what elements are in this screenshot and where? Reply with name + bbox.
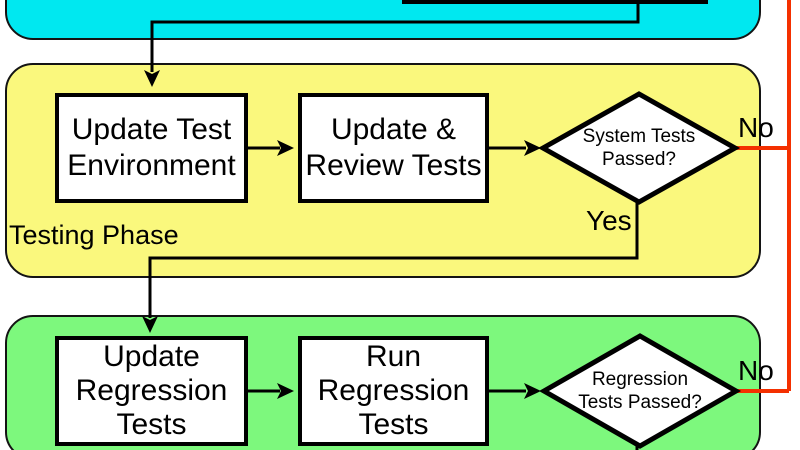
decision-label-line: Passed?: [602, 149, 676, 170]
decision-regression-tests-label: Regression Tests Passed?: [544, 336, 736, 446]
node-label-line: Update Test: [71, 113, 232, 146]
edge-label-system-no: No: [738, 112, 774, 143]
node-update-regression-tests: Update Regression Tests: [55, 336, 248, 446]
no-feedback-red-line: [735, 0, 791, 393]
decision-label-line: Regression: [591, 369, 689, 390]
node-cutoff-top: [402, 0, 708, 4]
decision-regression-tests-diamond: [538, 333, 742, 449]
edge-label-system-yes: Yes: [586, 205, 632, 236]
node-update-test-environment: Update Test Environment: [55, 93, 248, 203]
decision-label-line: Tests Passed?: [578, 392, 702, 413]
node-label-line: Tests: [358, 408, 429, 441]
node-label-line: Update &: [330, 113, 457, 146]
node-update-review-tests: Update & Review Tests: [298, 93, 489, 203]
arrowheads: [142, 70, 541, 399]
node-label-line: Run: [365, 340, 422, 373]
node-label-line: Review Tests: [305, 149, 482, 182]
phase-testing-label: Testing Phase: [9, 220, 179, 250]
node-label-line: Tests: [116, 408, 187, 441]
decision-label-line: System Tests: [582, 126, 696, 147]
decision-system-tests-diamond: [537, 91, 741, 205]
node-label-line: Regression: [75, 374, 228, 407]
node-label-line: Regression: [317, 374, 470, 407]
node-label-line: Environment: [67, 149, 236, 182]
phase-top-container: [5, 0, 761, 40]
edge-label-regression-yes: Yes: [584, 447, 630, 450]
black-flow-lines: [148, 0, 640, 450]
decision-system-tests-label: System Tests Passed?: [543, 94, 735, 202]
edge-label-regression-no: No: [738, 355, 774, 386]
node-label-line: Update: [103, 340, 200, 373]
node-run-regression-tests: Run Regression Tests: [298, 336, 489, 446]
